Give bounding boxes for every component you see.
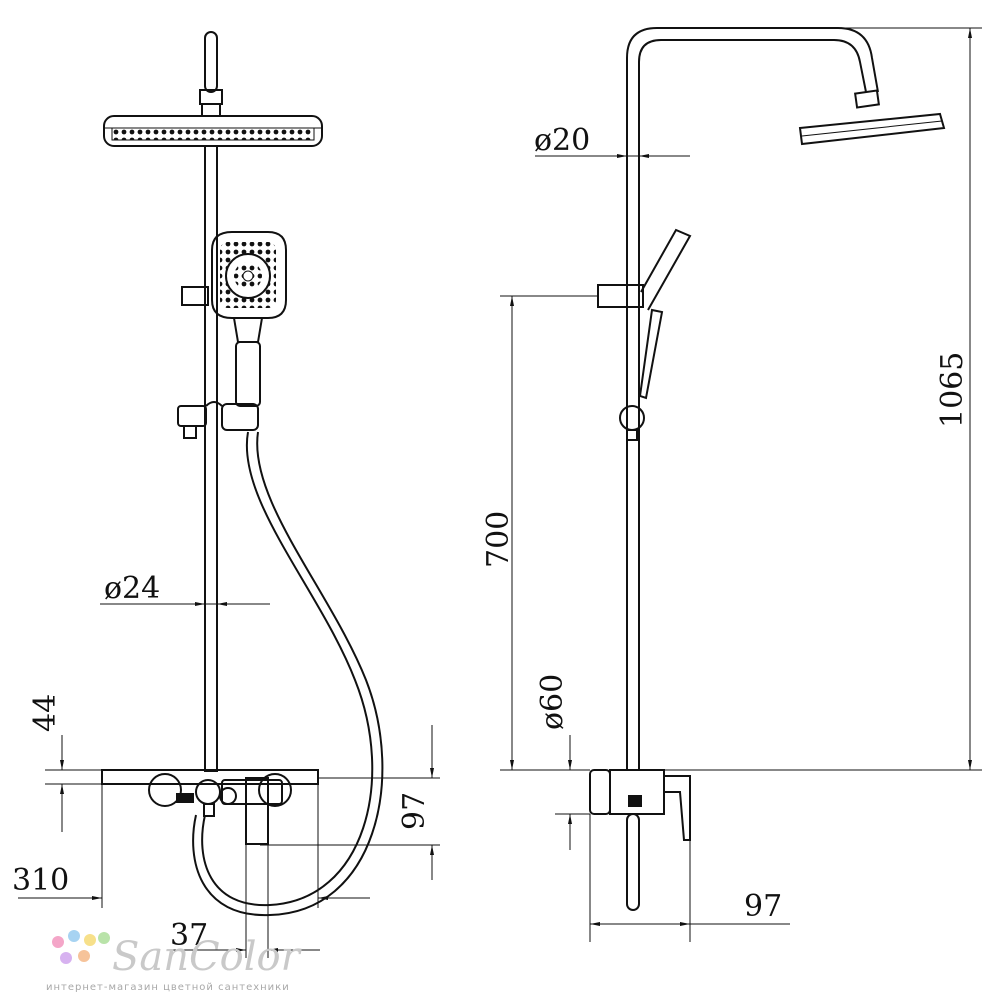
front-hose bbox=[201, 431, 374, 907]
overhead-shower-front bbox=[103, 115, 323, 147]
hand-shower-side bbox=[597, 228, 692, 441]
dim-front-mixer-height: 97 bbox=[397, 792, 432, 830]
dim-side-body-diameter: ø60 bbox=[535, 674, 570, 730]
front-top-riser bbox=[204, 31, 218, 93]
logo-dot bbox=[52, 936, 64, 948]
logo-dot bbox=[68, 930, 80, 942]
dim-side-depth: 97 bbox=[744, 889, 782, 924]
dim-side-pipe-diameter: ø20 bbox=[534, 123, 590, 158]
side-riser-inner bbox=[638, 39, 867, 770]
dim-front-pipe-diameter: ø24 bbox=[104, 571, 160, 606]
side-dimensions: ø20 700 1065 ø60 97 bbox=[481, 27, 982, 942]
front-upper-bracket bbox=[181, 286, 209, 306]
front-view: ø24 44 97 310 37 bbox=[12, 31, 440, 958]
hand-shower-front bbox=[211, 231, 287, 407]
logo-dots bbox=[52, 930, 110, 964]
dim-front-width: 310 bbox=[12, 863, 69, 898]
logo-dot bbox=[60, 952, 72, 964]
front-mixer bbox=[101, 769, 319, 845]
dim-side-slide-height: 700 bbox=[481, 511, 516, 568]
logo-dot bbox=[78, 950, 90, 962]
side-mixer bbox=[589, 769, 691, 911]
logo-tagline: интернет-магазин цветной сантехники bbox=[46, 982, 290, 993]
dim-front-spout: 37 bbox=[170, 918, 208, 953]
brand-logo: SanColor интернет-магазин цветной сантех… bbox=[46, 930, 303, 993]
side-riser-outer bbox=[626, 27, 879, 770]
front-slider-holder bbox=[177, 401, 259, 439]
dim-side-total-height: 1065 bbox=[935, 352, 970, 428]
overhead-shower-side bbox=[798, 89, 946, 146]
logo-brand: SanColor bbox=[112, 934, 303, 980]
dim-front-top-offset: 44 bbox=[28, 694, 63, 732]
side-view: ø20 700 1065 ø60 97 bbox=[481, 27, 982, 942]
front-dimensions: ø24 44 97 310 37 bbox=[12, 571, 440, 958]
logo-dot bbox=[98, 932, 110, 944]
logo-dot bbox=[84, 934, 96, 946]
